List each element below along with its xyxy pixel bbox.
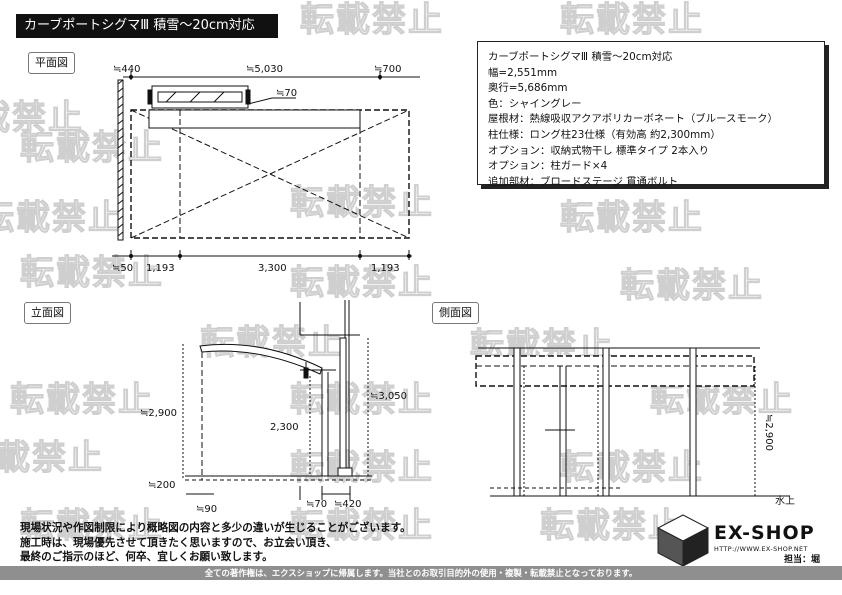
dim-text: 1,193 xyxy=(371,263,400,274)
watermark: 転載禁止 xyxy=(0,98,84,139)
logo-url: HTTP://WWW.EX-SHOP.NET xyxy=(714,545,808,553)
spec-line: 奥行=5,686mm xyxy=(488,82,568,95)
note-line: 施工時は、現場優先させて頂きたく思いますので、お立会い頂き、 xyxy=(20,536,337,549)
dim-text: ≒440 xyxy=(113,64,140,75)
watermark: 転載禁止 xyxy=(10,380,154,421)
dim-text: 2,300 xyxy=(270,422,299,433)
spec-line: オプション：柱ガード×4 xyxy=(488,160,608,173)
plan-view xyxy=(112,71,420,260)
post xyxy=(602,347,610,497)
dim-text: ≒200 xyxy=(148,480,175,491)
spec-line: 追加部材：ブロードステージ 貫通ボルト xyxy=(488,175,679,188)
drying-pole-box xyxy=(151,85,249,109)
post xyxy=(689,347,697,497)
spec-box: カーブポートシグマⅢ 積雪～20cm対応 幅=2,551mm 奥行=5,686m… xyxy=(477,41,825,188)
dim-text: ≒3,050 xyxy=(370,391,407,402)
watermark: 転載禁止 xyxy=(290,263,434,304)
footer-copyright: 全ての著作権は、エクスショップに帰属します。当社とのお取引目的外の使用・複製・転… xyxy=(0,566,842,580)
dim-text: ≒420 xyxy=(334,499,361,510)
watermark: 転載禁止 xyxy=(290,506,434,547)
post xyxy=(513,347,521,497)
spec-line: 色：シャイングレー xyxy=(488,97,582,110)
plan-view-label: 平面図 xyxy=(28,52,75,74)
staff-label: 担当：堀 xyxy=(784,555,821,565)
watermark: 転載禁止 xyxy=(290,448,434,489)
side-view xyxy=(475,347,790,497)
spec-line: カーブポートシグマⅢ 積雪～20cm対応 xyxy=(488,51,673,63)
dim-text: ≒5,030 xyxy=(246,64,283,75)
elevation-view-label: 立面図 xyxy=(24,302,71,324)
dim-text: 3,300 xyxy=(258,263,287,274)
watermark: 転載禁止 xyxy=(620,266,764,307)
dim-text: ≒2,900 xyxy=(140,408,177,419)
dim-text: ≒70 xyxy=(276,88,297,99)
watermark: 転載禁止 xyxy=(290,380,434,421)
watermark: 転載禁止 xyxy=(560,448,704,489)
logo-icon xyxy=(656,514,710,567)
dim-text: ≒50 xyxy=(112,263,133,274)
notes: 現場状況や作図制限により概略図の内容と多少の違いが生じることがございます。 施工… xyxy=(20,521,411,565)
dim-text: ≒90 xyxy=(196,504,217,515)
ground-label: 水上 xyxy=(775,495,795,507)
elevation-view xyxy=(182,300,372,500)
note-line: 現場状況や作図制限により概略図の内容と多少の違いが生じることがございます。 xyxy=(20,522,411,534)
side-view-label: 側面図 xyxy=(432,302,479,324)
dim-text: ≒70 xyxy=(306,499,327,510)
watermark: 転載禁止 xyxy=(20,253,164,294)
note-line: 最終のご指示のほど、何卒、宜しくお願い致します。 xyxy=(20,551,273,563)
dim-text: ≒2,900 xyxy=(763,414,774,451)
watermark: 転載禁止 xyxy=(560,0,704,41)
watermark: 転載禁止 xyxy=(300,0,444,41)
roof-outline xyxy=(475,355,755,387)
spec-line: 幅=2,551mm xyxy=(488,66,558,79)
watermark: 転載禁止 xyxy=(20,128,164,169)
spec-line: 柱仕様：ロング柱23仕様（有効高 約2,300mm） xyxy=(488,128,721,141)
roof-diagonal xyxy=(130,109,410,239)
dim-text: 1,193 xyxy=(146,263,175,274)
watermark: 転載禁止 xyxy=(0,438,104,479)
watermark: 転載禁止 xyxy=(0,198,124,239)
spec-line: 屋根材：熱線吸収アクアポリカーボネート（ブルースモーク） xyxy=(488,113,778,126)
watermark: 転載禁止 xyxy=(560,198,704,239)
spec-line: オプション：収納式物干し 標準タイプ 2本入り xyxy=(488,144,710,157)
roof-curve xyxy=(199,343,323,375)
beam xyxy=(148,109,361,129)
dim-text: ≒700 xyxy=(374,64,401,75)
post xyxy=(339,337,347,477)
watermark: 転載禁止 xyxy=(20,506,164,547)
logo-text: EX-SHOP xyxy=(714,522,815,544)
title-bar: カーブポートシグマⅢ 積雪～20cm対応 xyxy=(16,14,278,38)
